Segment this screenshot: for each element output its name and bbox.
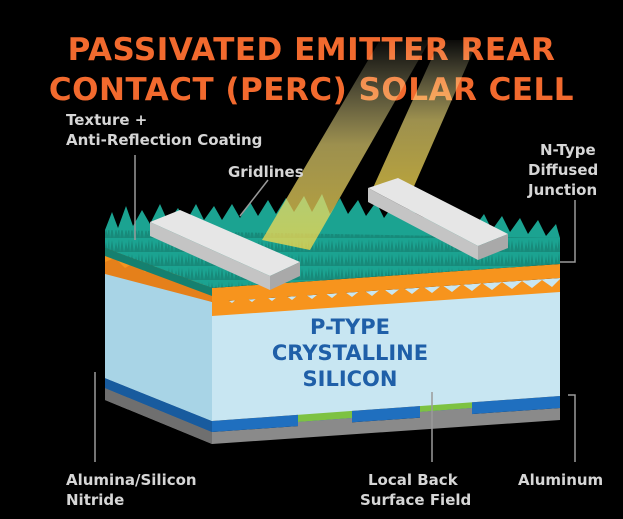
gridlines-label: Gridlines [228,163,304,181]
title-line-2: CONTACT (PERC) SOLAR CELL [48,72,575,108]
n-type-label-line-3: Junction [528,181,598,199]
alumina-label-line-1: Alumina/Silicon [66,471,197,489]
sunlight-beams [262,40,478,250]
alumina-label-line-2: Nitride [66,491,125,509]
local-bsf-label-line-1: Local Back [368,471,458,489]
n-type-junction-layer [105,248,560,316]
p-type-label-line-2: CRYSTALLINE SILICON [271,341,429,391]
n-type-label-line-2: Diffused [528,161,599,179]
leader-lines [94,155,576,462]
aluminum-label: Aluminum [518,471,604,489]
texture-label-line-2: Anti-Reflection Coating [66,131,263,149]
title-line-1: PASSIVATED EMITTER REAR [67,32,556,68]
n-type-label-line-1: N-Type [540,141,596,159]
gridline-left [150,210,300,290]
local-bsf-label-line-2: Surface Field [360,491,472,509]
gridline-right [368,178,508,260]
p-type-label-line-1: P-TYPE [310,315,390,339]
texture-label-line-1: Texture + [66,111,148,129]
